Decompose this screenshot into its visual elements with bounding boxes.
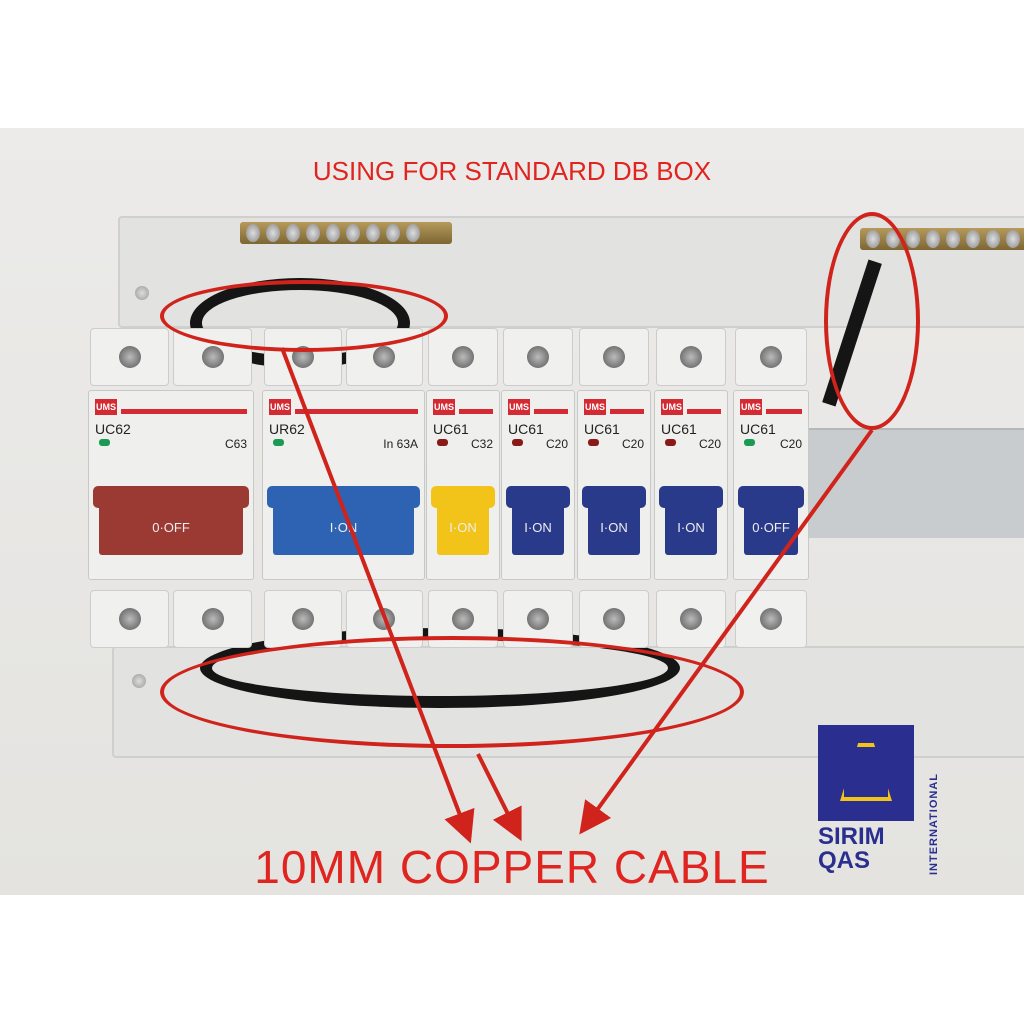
toggle-cap[interactable] xyxy=(659,486,723,508)
rating-label: C32 xyxy=(470,437,493,451)
indicator-led xyxy=(744,439,755,446)
db-box-photo: UMS UC62 C63 0·OFF UMS UR62 In 63A I·ON … xyxy=(0,128,1024,895)
headline: USING FOR STANDARD DB BOX xyxy=(312,156,712,186)
arrow xyxy=(579,428,874,835)
indicator-led xyxy=(588,439,599,446)
terminal-screw xyxy=(656,328,726,386)
terminal-screw xyxy=(428,328,498,386)
rating-label: C20 xyxy=(621,437,644,451)
indicator-led xyxy=(273,439,284,446)
red-stripe xyxy=(766,409,802,414)
rating-label: C63 xyxy=(224,437,247,451)
toggle-cap[interactable] xyxy=(431,486,495,508)
earth-busbar xyxy=(240,222,452,244)
terminal-screw xyxy=(735,328,807,386)
annotation-ellipse xyxy=(160,280,448,352)
arrow xyxy=(476,753,522,842)
terminal-screw xyxy=(90,590,169,648)
toggle-cap[interactable] xyxy=(93,486,249,508)
brand-logo: UMS xyxy=(433,399,455,415)
annotation-arrows xyxy=(280,347,874,844)
terminal-screw xyxy=(90,328,169,386)
model-label: UC61 xyxy=(508,421,544,437)
model-label: UC61 xyxy=(584,421,620,437)
model-label: UC61 xyxy=(661,421,697,437)
model-label: UR62 xyxy=(269,421,305,437)
logo-text: INTERNATIONAL xyxy=(928,772,940,875)
sirim-qas-logo: SIRIM QAS INTERNATIONAL xyxy=(818,725,940,875)
circuit-breaker: UMS UC61 C32 I·ON xyxy=(426,390,500,580)
indicator-led xyxy=(437,439,448,446)
brand-logo: UMS xyxy=(95,399,117,415)
red-stripe xyxy=(610,409,644,414)
toggle-cap[interactable] xyxy=(738,486,804,508)
toggle-cap[interactable] xyxy=(267,486,420,508)
caption: 10MM COPPER CABLE xyxy=(254,841,770,893)
model-label: UC62 xyxy=(95,421,131,437)
toggle-cap[interactable] xyxy=(506,486,570,508)
circuit-breaker: UMS UC61 C20 I·ON xyxy=(577,390,651,580)
brand-logo: UMS xyxy=(269,399,291,415)
terminal-screw xyxy=(264,590,342,648)
rating-label: C20 xyxy=(779,437,802,451)
brand-logo: UMS xyxy=(508,399,530,415)
rating-label: C20 xyxy=(698,437,721,451)
indicator-led xyxy=(512,439,523,446)
brand-logo: UMS xyxy=(584,399,606,415)
arrow xyxy=(280,347,475,844)
rating-label: C20 xyxy=(545,437,568,451)
logo-text: QAS xyxy=(818,847,871,874)
model-label: UC61 xyxy=(740,421,776,437)
model-label: UC61 xyxy=(433,421,469,437)
terminal-screw xyxy=(579,590,649,648)
breaker-toggle[interactable]: I·ON xyxy=(665,501,717,555)
circuit-breaker: UMS UC61 C20 I·ON xyxy=(654,390,728,580)
indicator-led xyxy=(665,439,676,446)
circuit-breaker: UMS UC61 C20 I·ON xyxy=(501,390,575,580)
flask-icon xyxy=(818,725,914,821)
annotation-ellipse xyxy=(160,636,744,748)
screw-icon xyxy=(132,674,146,688)
red-stripe xyxy=(687,409,721,414)
red-stripe xyxy=(295,409,418,414)
circuit-breaker: UMS UC62 C63 0·OFF xyxy=(88,390,254,580)
toggle-cap[interactable] xyxy=(582,486,646,508)
brand-logo: UMS xyxy=(661,399,683,415)
logo-text: SIRIM xyxy=(818,823,885,850)
terminal-screw xyxy=(503,328,573,386)
red-stripe xyxy=(121,409,247,414)
red-stripe xyxy=(534,409,568,414)
rating-label: In 63A xyxy=(383,437,418,451)
breaker-toggle[interactable]: I·ON xyxy=(588,501,640,555)
terminal-screw xyxy=(173,590,252,648)
indicator-led xyxy=(99,439,110,446)
annotation-ellipse xyxy=(824,212,920,430)
red-stripe xyxy=(459,409,493,414)
brand-logo: UMS xyxy=(740,399,762,415)
terminal-screw xyxy=(656,590,726,648)
breaker-toggle[interactable]: 0·OFF xyxy=(99,501,243,555)
breaker-toggle[interactable]: I·ON xyxy=(437,501,489,555)
breaker-toggle[interactable]: I·ON xyxy=(512,501,564,555)
screw-icon xyxy=(135,286,149,300)
terminal-screw xyxy=(579,328,649,386)
